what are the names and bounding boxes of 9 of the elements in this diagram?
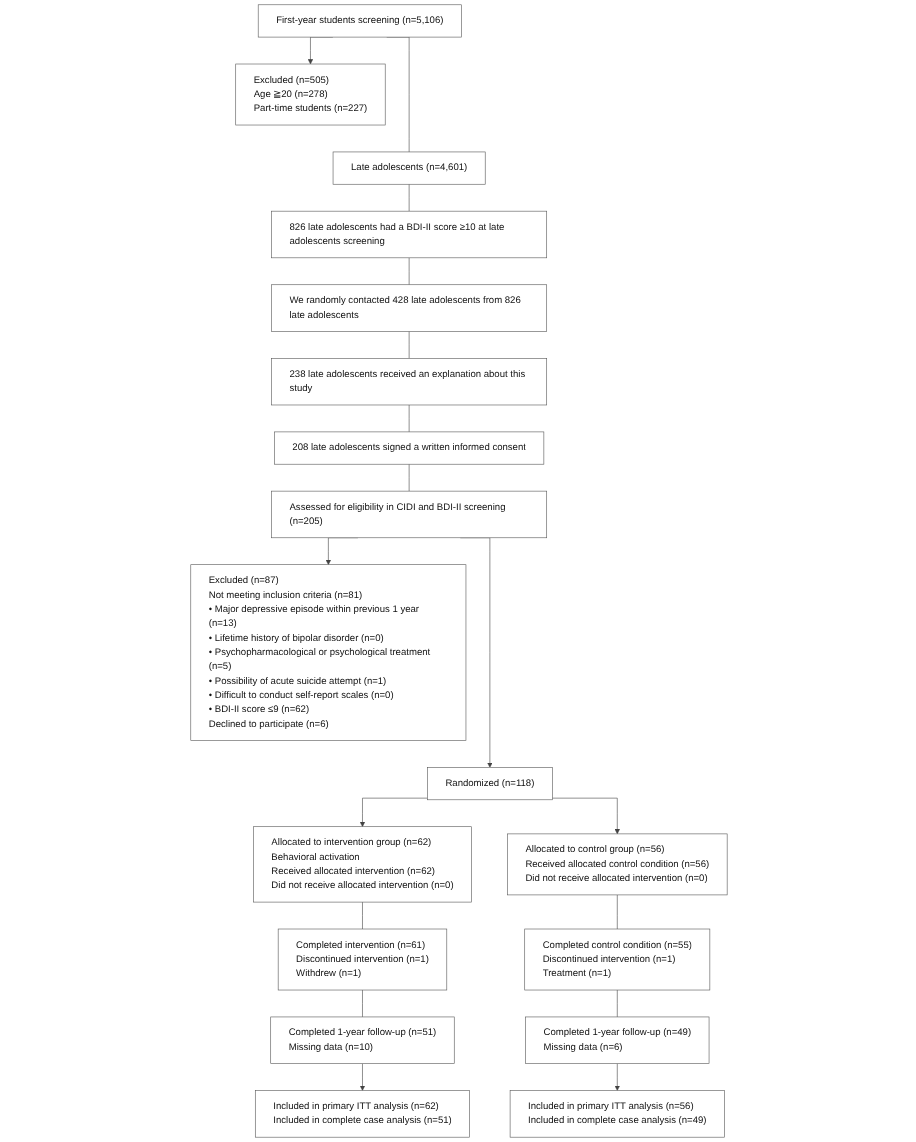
connector (407, 404, 409, 433)
connector (407, 331, 409, 359)
connector (407, 463, 409, 492)
connector (361, 901, 362, 930)
connector (407, 257, 409, 286)
connector (407, 183, 409, 212)
connector (616, 894, 617, 930)
connector (361, 989, 362, 1018)
connector (616, 989, 617, 1018)
